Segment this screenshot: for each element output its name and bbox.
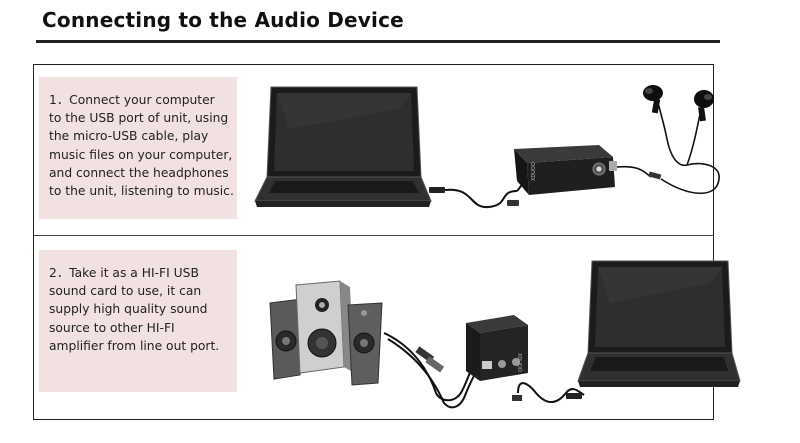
- title-underline: [36, 40, 720, 43]
- section-divider: [34, 235, 713, 236]
- speakers-icon: [269, 280, 383, 386]
- step-2-text-box: 2．Take it as a HI-FI USB sound card to u…: [39, 250, 237, 392]
- audio-device-icon-2: XDUOO: [466, 315, 528, 381]
- step-1-line-6: to the unit, listening to music.: [49, 184, 234, 199]
- usb-cable-icon: [429, 178, 530, 209]
- page-title: Connecting to the Audio Device: [42, 8, 404, 32]
- laptop-icon-2: [577, 260, 741, 387]
- instructions-frame: 1．Connect your computer to the USB port …: [33, 64, 741, 420]
- step-2-line-1: 2．Take it as a HI-FI USB: [49, 266, 199, 280]
- step-1-line-2: to the USB port of unit, using: [49, 111, 229, 126]
- laptop-icon: [254, 86, 432, 207]
- step-1-illustration: XDUOO: [254, 85, 720, 209]
- step-2-line-2: sound card to use, it can: [49, 284, 202, 299]
- device-label: XDUOO: [531, 162, 537, 181]
- step-1-text-box: 1．Connect your computer to the USB port …: [39, 77, 237, 219]
- step-2-illustration: XDUOO: [269, 260, 741, 409]
- step-2-line-4: source to other HI-FI: [49, 320, 175, 335]
- step-2-line-5: amplifier from line out port.: [49, 338, 220, 353]
- step-2-line-3: supply high quality sound: [49, 302, 208, 317]
- step-1-line-5: and connect the headphones: [49, 165, 229, 180]
- audio-device-icon: XDUOO: [514, 145, 617, 195]
- step-1-line-3: the micro-USB cable, play: [49, 129, 209, 144]
- headphones-icon: [616, 85, 720, 195]
- usb-cable-icon-2: [512, 382, 585, 403]
- device-label-2: XDUOO: [516, 353, 522, 372]
- step-1-line-1: 1．Connect your computer: [49, 93, 215, 107]
- step-1-line-4: music files on your computer,: [49, 147, 233, 162]
